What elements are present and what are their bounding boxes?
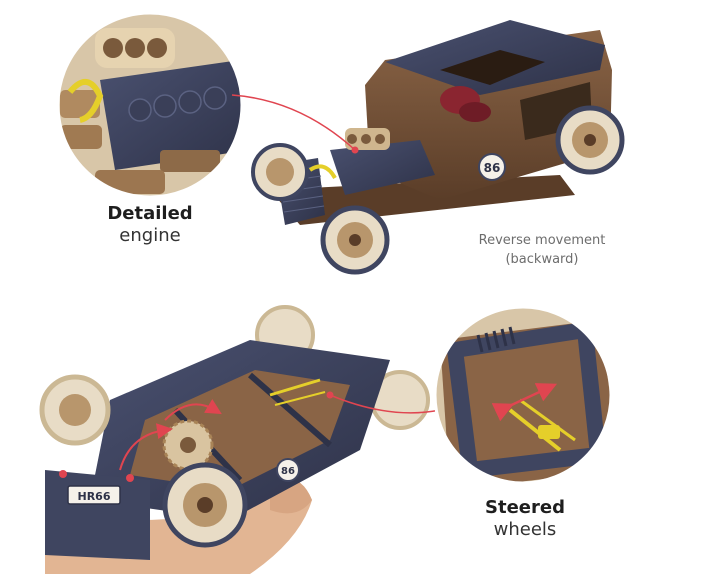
rear-badge-text: 86 <box>281 466 295 477</box>
engine-label-bold: Detailed <box>107 203 193 224</box>
steering-detail-zoom <box>433 305 613 485</box>
reverse-line-1: Reverse movement <box>478 233 606 248</box>
front-badge <box>478 153 506 181</box>
steering-label-regular: wheels <box>493 519 557 540</box>
front-left-wheel <box>320 205 390 275</box>
steering-label-bold: Steered <box>485 497 565 518</box>
front-right-wheel <box>251 143 309 201</box>
steering-callout-line <box>329 394 441 414</box>
engine-detail-zoom <box>56 11 244 199</box>
rear-license-plate-text: HR66 <box>78 490 111 503</box>
engine-label-regular: engine <box>119 225 181 246</box>
steering-label: Steered wheels <box>470 497 580 541</box>
engine-label: Detailed engine <box>95 203 205 247</box>
reverse-movement-label: Reverse movement (backward) <box>462 231 622 269</box>
rear-license-plate <box>67 485 121 505</box>
reverse-line-2: (backward) <box>505 252 579 267</box>
front-badge-text: 86 <box>484 161 501 175</box>
rear-wheel <box>555 105 625 175</box>
bottom-left-wheel <box>39 374 111 446</box>
bottom-right-wheel <box>162 462 248 548</box>
hot-rod-car-bottom: HR66 86 <box>39 305 430 574</box>
engine-callout-line <box>231 94 356 151</box>
hot-rod-car-top: 86 <box>251 20 625 275</box>
rear-badge <box>276 458 300 482</box>
